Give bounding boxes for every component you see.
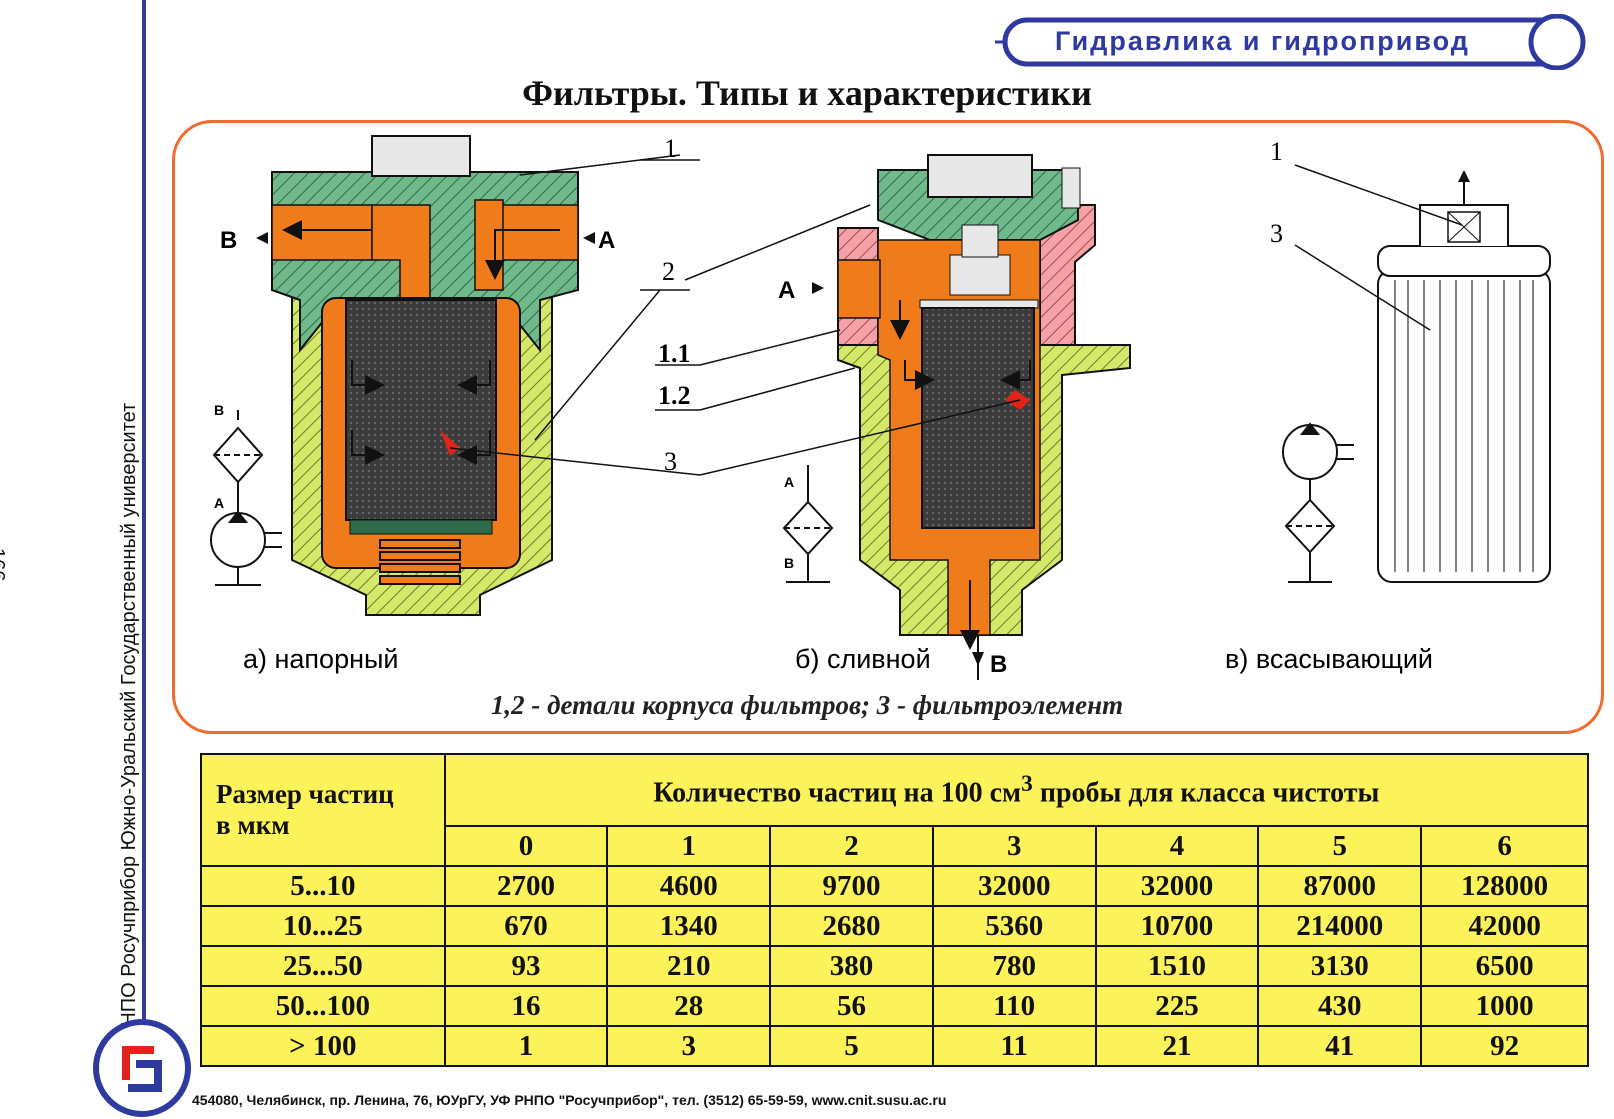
value-cell: 430 [1257,985,1423,1027]
size-cell: 10...25 [200,905,446,947]
value-cell: 41 [1257,1025,1423,1067]
table-row: 50...100 16 28 56 110 225 430 1000 [200,985,1589,1027]
callout-a-1: 1 [664,134,677,163]
filter-a-pressure: В А 1 2 3 В А [210,134,701,616]
filter-diagrams: В А 1 2 3 В А [210,134,1551,680]
value-cell: 93 [443,945,609,987]
value-cell: 4600 [606,865,772,907]
count-header-text: Количество частиц на 100 см [653,777,1022,809]
class-header: 4 [1094,825,1260,867]
value-cell: 780 [931,945,1097,987]
value-cell: 6500 [1420,945,1589,987]
port-label-b-in: А [778,277,795,304]
count-header-tail: пробы для класса чистоты [1032,777,1380,809]
value-cell: 32000 [1094,865,1260,907]
size-header: Размер частиц в мкм [200,753,446,867]
callout-c-1: 1 [1270,137,1283,166]
value-cell: 214000 [1257,905,1423,947]
value-cell: 11 [931,1025,1097,1067]
port-label-a-in: А [598,227,615,254]
callout-b-1-1: 1.1 [658,339,691,368]
size-cell: 50...100 [200,985,446,1027]
count-header: Количество частиц на 100 см3 пробы для к… [443,753,1590,827]
class-header: 1 [606,825,772,867]
caption-suction: в) всасывающий [1225,644,1433,674]
page-title: Фильтры. Типы и характеристики [522,73,1092,113]
value-cell: 3 [606,1025,772,1067]
value-cell: 225 [1094,985,1260,1027]
sym-b-bottom: В [784,555,794,571]
value-cell: 5360 [931,905,1097,947]
diagram-frame [172,120,1604,734]
value-cell: 3130 [1257,945,1423,987]
callout-a-2: 2 [662,257,675,286]
table-row: 25...50 93 210 380 780 1510 3130 6500 [200,945,1589,987]
filter-b-return: А В 1.1 1.2 А В [655,154,1131,680]
size-header-line1: Размер частиц [216,779,394,809]
class-header: 2 [769,825,934,867]
table-row: 10...25 670 1340 2680 5360 10700 214000 … [200,905,1589,947]
sym-a-bottom: А [214,495,224,511]
value-cell: 380 [769,945,934,987]
value-cell: 92 [1420,1025,1589,1067]
callout-b-1-2: 1.2 [658,381,691,410]
size-cell: 5...10 [200,865,446,907]
value-cell: 21 [1094,1025,1260,1067]
symbol-a [210,410,282,586]
callout-a-3: 3 [664,447,677,476]
port-label-a-out: В [220,227,237,254]
sym-b-top: А [784,474,794,490]
value-cell: 56 [769,985,934,1027]
symbol-c [1282,422,1354,583]
value-cell: 5 [769,1025,934,1067]
symbol-b [782,465,834,583]
size-cell: > 100 [200,1025,446,1067]
sidebar-divider [142,0,146,1050]
value-cell: 210 [606,945,772,987]
class-header: 5 [1257,825,1423,867]
count-header-sup: 3 [1021,770,1033,797]
filter-c-suction: 1 3 [1270,137,1551,583]
value-cell: 1340 [606,905,772,947]
vertical-credit: РНПО Росучприбор Южно-Уральский Государс… [118,402,140,1040]
value-cell: 32000 [931,865,1097,907]
header-banner: Гидравлика и гидропривод [995,14,1599,70]
caption-pressure: а) напорный [243,644,399,674]
class-header-row: 0 1 2 3 4 5 6 [201,825,1589,867]
rnpo-logo [93,1019,191,1117]
footer-address: 454080, Челябинск, пр. Ленина, 76, ЮУрГУ… [192,1092,947,1108]
value-cell: 10700 [1094,905,1260,947]
value-cell: 1510 [1094,945,1260,987]
class-header: 0 [443,825,609,867]
value-cell: 1000 [1420,985,1589,1027]
banner-shape [995,14,1586,70]
class-header: 3 [931,825,1097,867]
value-cell: 87000 [1257,865,1423,907]
table-row: > 100 1 3 5 11 21 41 92 [200,1025,1589,1067]
size-header-line2: в мкм [216,810,290,840]
value-cell: 2680 [769,905,934,947]
value-cell: 42000 [1420,905,1589,947]
value-cell: 1 [443,1025,609,1067]
sym-a-top: В [214,402,224,418]
callout-c-3: 3 [1270,219,1283,248]
table-row: 5...10 2700 4600 9700 32000 32000 87000 … [200,865,1589,907]
value-cell: 128000 [1420,865,1589,907]
value-cell: 16 [443,985,609,1027]
cleanliness-table: Размер частиц в мкм Количество частиц на… [200,753,1590,1067]
value-cell: 28 [606,985,772,1027]
caption-return: б) сливной [795,644,931,674]
value-cell: 670 [443,905,609,947]
value-cell: 9700 [769,865,934,907]
value-cell: 110 [931,985,1097,1027]
value-cell: 2700 [443,865,609,907]
diagram-legend: 1,2 - детали корпуса фильтров; 3 - фильт… [490,690,1124,720]
page-number: 166 [0,548,8,582]
subject-title: Гидравлика и гидропривод [1055,26,1470,56]
class-header: 6 [1420,825,1589,867]
size-cell: 25...50 [200,945,446,987]
port-label-b-out: В [990,651,1007,678]
